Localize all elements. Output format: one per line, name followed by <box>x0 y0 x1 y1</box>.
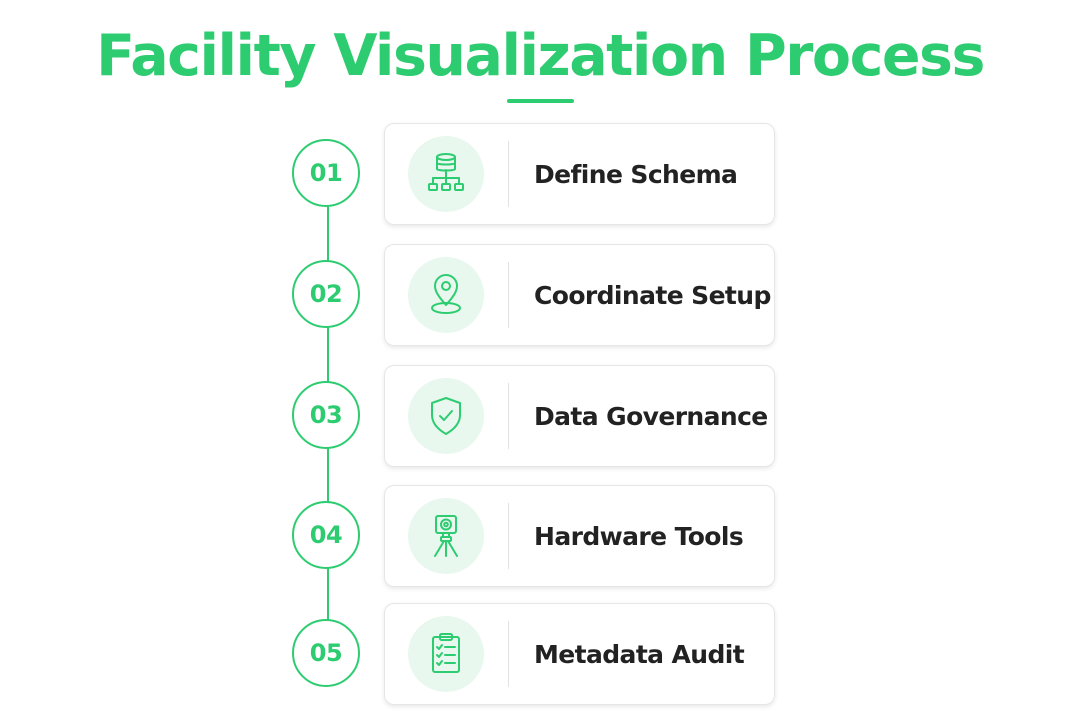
step-label: Data Governance <box>534 401 768 431</box>
camera-tripod-icon <box>434 515 458 557</box>
step-card[interactable]: Hardware Tools <box>384 485 775 587</box>
process-step: 03 Data Governance <box>0 365 1080 469</box>
step-icon-badge <box>408 498 484 574</box>
step-icon-badge <box>408 136 484 212</box>
step-number-badge: 05 <box>292 619 360 687</box>
step-icon-badge <box>408 616 484 692</box>
step-number-badge: 04 <box>292 501 360 569</box>
step-label: Metadata Audit <box>534 639 745 669</box>
step-card[interactable]: Metadata Audit <box>384 603 775 705</box>
step-number-badge: 03 <box>292 381 360 449</box>
page-title: Facility Visualization Process <box>96 23 985 89</box>
step-icon-badge <box>408 378 484 454</box>
title-underline <box>507 99 574 103</box>
step-icon-badge <box>408 257 484 333</box>
step-card[interactable]: Define Schema <box>384 123 775 225</box>
process-step: 02 Coordinate Setup <box>0 244 1080 348</box>
card-divider <box>508 141 509 207</box>
clipboard-checklist-icon <box>432 633 460 673</box>
process-step: 01 Define Schema <box>0 123 1080 227</box>
step-number-badge: 01 <box>292 139 360 207</box>
card-divider <box>508 503 509 569</box>
step-card[interactable]: Data Governance <box>384 365 775 467</box>
card-divider <box>508 383 509 449</box>
card-divider <box>508 621 509 687</box>
database-hierarchy-icon <box>428 153 464 191</box>
shield-check-icon <box>431 397 461 435</box>
step-card[interactable]: Coordinate Setup <box>384 244 775 346</box>
process-step: 04 Hardware Tools <box>0 485 1080 589</box>
location-pin-icon <box>431 274 461 314</box>
step-number-badge: 02 <box>292 260 360 328</box>
step-label: Hardware Tools <box>534 521 744 551</box>
step-label: Coordinate Setup <box>534 280 771 310</box>
card-divider <box>508 262 509 328</box>
process-step: 05 Metadata Audit <box>0 603 1080 707</box>
step-label: Define Schema <box>534 159 738 189</box>
